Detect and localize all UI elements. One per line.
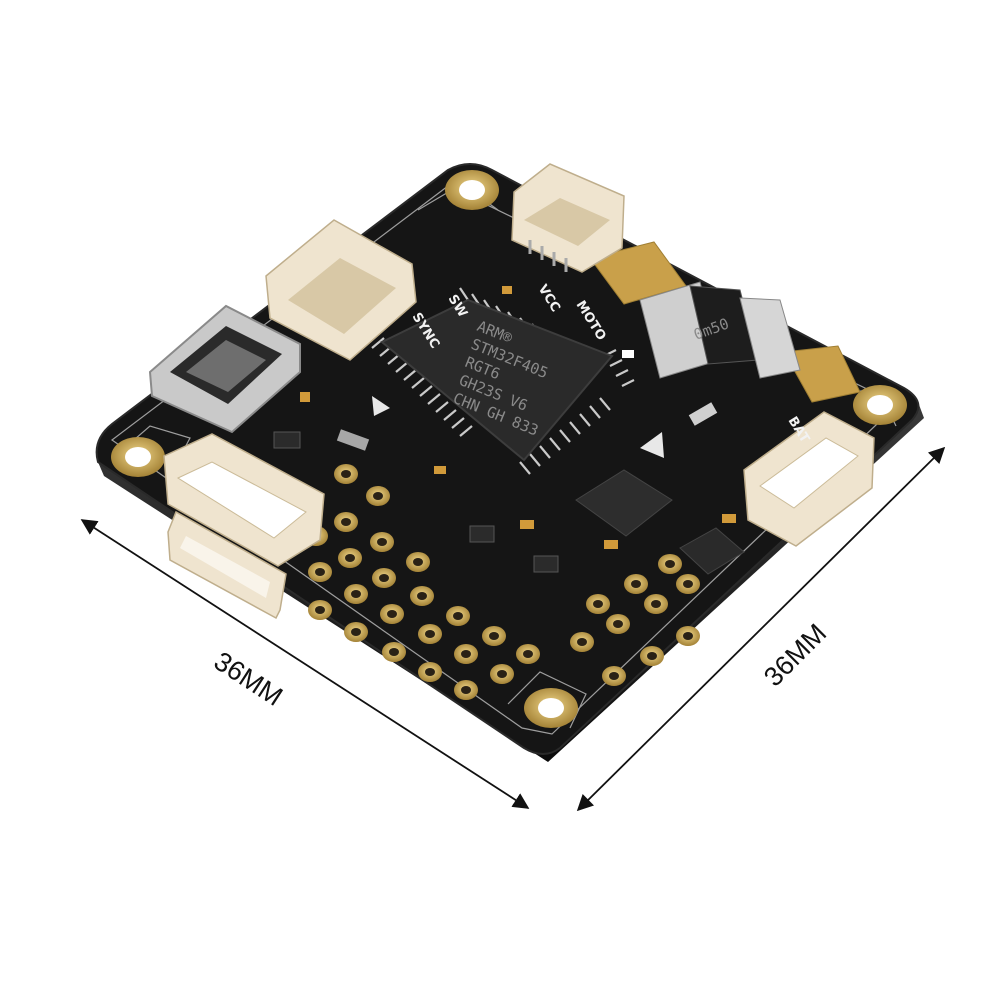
solder-pad-hole: [315, 568, 325, 576]
osd-chip: [575, 469, 673, 537]
mounting-holes: [111, 170, 907, 728]
dimension-right-label: 36MM: [758, 618, 832, 692]
dimension-left-line: [80, 519, 530, 809]
solder-pad-hole: [593, 600, 603, 608]
solder-pad-hole: [631, 580, 641, 588]
solder-pad-hole: [315, 606, 325, 614]
arrow-marker-right: [640, 432, 664, 458]
solder-pad-hole: [683, 580, 693, 588]
solder-pad-hole: [577, 638, 587, 646]
solder-pad-hole: [613, 620, 623, 628]
jst-connector-left: [265, 219, 417, 361]
jst-connector-bottom-left: [163, 433, 325, 620]
solder-pad-hole: [377, 538, 387, 546]
solder-pad-grid: [304, 464, 700, 700]
jst-connector-right: [743, 411, 875, 547]
mounting-hole-top: [445, 170, 499, 210]
solder-pad-hole: [453, 612, 463, 620]
solder-pad-hole: [651, 600, 661, 608]
solder-pad-hole: [461, 650, 471, 658]
solder-pad-hole: [647, 652, 657, 660]
flight-controller-board: 0m50 ARM® STM32F405 RGT6 GH23S V6 CHN GH…: [95, 163, 924, 762]
solder-pad-hole: [379, 574, 389, 582]
regulator-chip: [679, 527, 745, 575]
solder-pad-hole: [341, 470, 351, 478]
mounting-hole-bottom: [524, 688, 578, 728]
usb-port: [148, 304, 301, 434]
solder-pad-hole: [387, 610, 397, 618]
solder-pad-hole: [351, 628, 361, 636]
solder-pad-hole: [413, 558, 423, 566]
solder-pad-hole: [489, 632, 499, 640]
jst-connector-top: [511, 163, 625, 273]
solder-pad-hole: [373, 492, 383, 500]
dimension-left-label: 36MM: [209, 646, 288, 712]
solder-pad-hole: [425, 668, 435, 676]
arrow-marker-left: [372, 396, 390, 416]
solder-pad-hole: [665, 560, 675, 568]
solder-pad-hole: [345, 554, 355, 562]
solder-pad-hole: [523, 650, 533, 658]
mounting-hole-right: [853, 385, 907, 425]
solder-pad-hole: [341, 518, 351, 526]
solder-pad-hole: [461, 686, 471, 694]
solder-pad-hole: [389, 648, 399, 656]
solder-pad-hole: [425, 630, 435, 638]
solder-pad-hole: [609, 672, 619, 680]
shunt-resistor: 0m50: [639, 281, 801, 379]
mcu-chip: ARM® STM32F405 RGT6 GH23S V6 CHN GH 833: [371, 287, 635, 475]
mounting-hole-left: [111, 437, 165, 477]
dimension-right-line: [576, 446, 946, 812]
solder-pad-hole: [417, 592, 427, 600]
solder-pad-hole: [497, 670, 507, 678]
solder-pad-hole: [351, 590, 361, 598]
solder-pad-hole: [683, 632, 693, 640]
